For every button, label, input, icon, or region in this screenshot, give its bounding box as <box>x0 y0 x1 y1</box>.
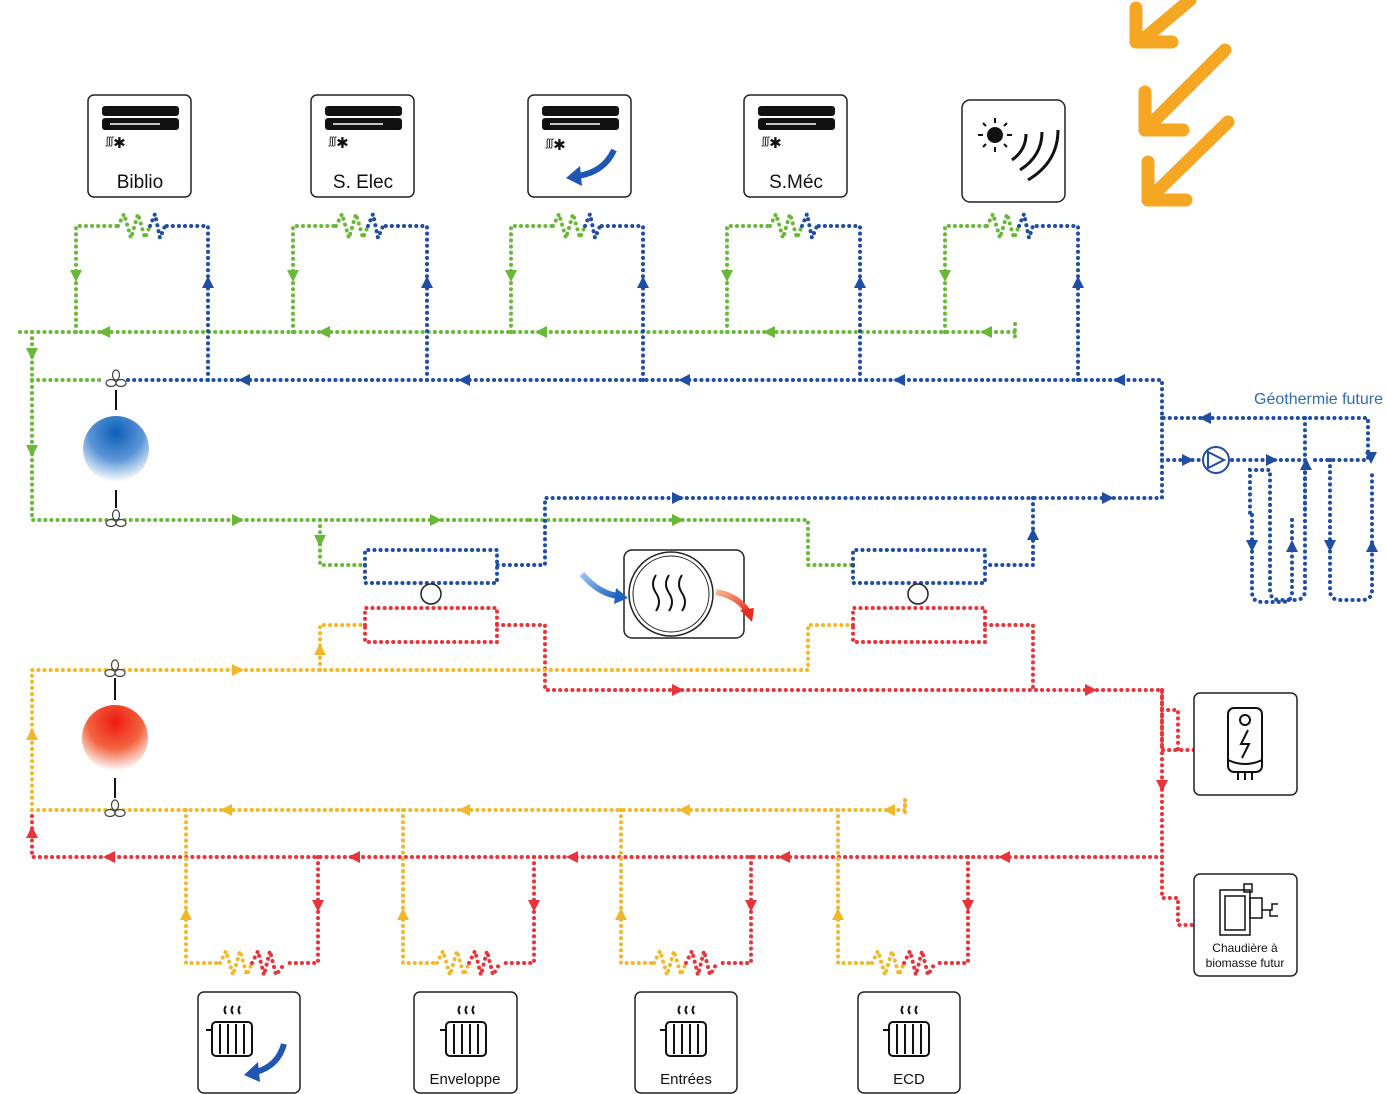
biomass-boiler-box: Chaudière à biomasse futur <box>1193 873 1298 977</box>
coil-heating-2 <box>435 943 502 983</box>
cold-storage-tank <box>83 390 149 508</box>
heating-unit-label: ECD <box>893 1071 925 1088</box>
cooling-unit-label: S. Elec <box>333 172 393 193</box>
coil-cooling-3 <box>551 206 602 246</box>
pump-icon <box>1202 446 1230 474</box>
air-conditioner-icon: ᶴᶴᶴ✱ <box>102 106 179 152</box>
coil-cooling-4 <box>768 206 819 246</box>
geothermal-label: Géothermie future <box>1254 391 1383 408</box>
chilled-return-pipes <box>18 224 1017 567</box>
compressor-icons <box>420 583 929 605</box>
coil-heating-1 <box>218 943 287 983</box>
cooling-unit-3: ᶴᶴᶴ✱ <box>527 94 632 198</box>
coil-heating-3 <box>652 943 719 983</box>
cooling-unit-5 <box>961 99 1066 203</box>
heating-unit-label: Enveloppe <box>430 1071 501 1088</box>
radiator-icon <box>660 1005 707 1057</box>
electric-water-heater-icon <box>1227 707 1263 780</box>
coil-cooling-5 <box>985 206 1035 246</box>
heating-unit-3: Entrées <box>634 991 738 1094</box>
biomass-boiler-icon <box>1219 883 1278 936</box>
water-heater-box <box>1193 692 1298 796</box>
boiler-label-line2: biomasse futur <box>1206 956 1285 970</box>
chilled-supply-pipes <box>126 224 1374 604</box>
cooling-unit-2: ᶴᶴᶴ✱ S. Elec <box>310 94 415 198</box>
air-conditioner-icon: ᶴᶴᶴ✱ <box>325 106 402 152</box>
heating-unit-2: Enveloppe <box>413 991 518 1094</box>
radiator-icon <box>883 1005 930 1057</box>
fan-icons <box>104 369 127 818</box>
solar-gain-icon <box>978 118 1060 182</box>
heating-unit-4: ECD <box>857 991 961 1094</box>
heating-unit-label: Entrées <box>660 1071 712 1088</box>
coil-heating-4 <box>870 943 937 983</box>
heat-pump-exchanger-icon <box>579 549 754 639</box>
coil-cooling-1 <box>116 206 167 246</box>
cooling-unit-label: S.Méc <box>769 172 823 193</box>
svg-text:ᶴᶴᶴ✱: ᶴᶴᶴ✱ <box>761 135 782 152</box>
air-conditioner-recovery-icon: ᶴᶴᶴ✱ <box>542 106 619 186</box>
radiator-icon <box>440 1005 487 1057</box>
sun-arrows <box>1129 0 1235 207</box>
cooling-unit-label: Biblio <box>117 172 163 193</box>
cooling-unit-4: ᶴᶴᶴ✱ S.Méc <box>743 94 848 198</box>
svg-text:ᶴᶴᶴ✱: ᶴᶴᶴ✱ <box>545 137 566 154</box>
boiler-label-line1: Chaudière à <box>1212 941 1278 955</box>
cooling-unit-1: ᶴᶴᶴ✱ Biblio <box>87 94 192 198</box>
svg-text:ᶴᶴᶴ✱: ᶴᶴᶴ✱ <box>105 135 126 152</box>
radiator-recovery-icon <box>206 1005 253 1057</box>
air-conditioner-icon: ᶴᶴᶴ✱ <box>758 106 835 152</box>
svg-text:ᶴᶴᶴ✱: ᶴᶴᶴ✱ <box>328 135 349 152</box>
coil-cooling-2 <box>334 206 385 246</box>
heating-unit-1 <box>197 991 301 1094</box>
flow-arrows <box>26 270 1378 920</box>
hot-return-pipes <box>30 623 907 965</box>
hot-storage-tank <box>82 678 148 798</box>
hot-supply-pipes <box>30 606 1197 965</box>
